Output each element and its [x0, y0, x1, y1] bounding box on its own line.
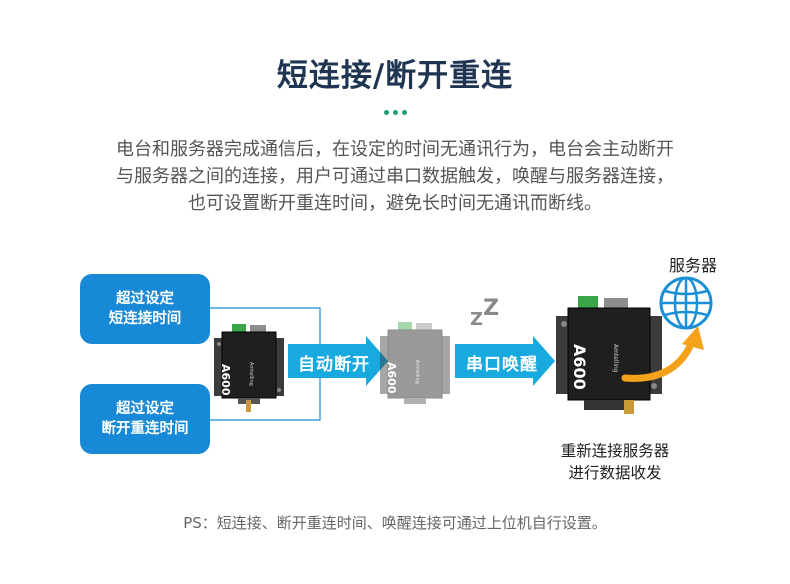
- description: 电台和服务器完成通信后，在设定的时间无通讯行为，电台会主动断开 与服务器之间的连…: [40, 136, 750, 217]
- return-curve-arrow-icon: [621, 326, 704, 382]
- serial-wake-label: 串口唤醒: [466, 355, 538, 375]
- serial-wake-arrow: [455, 336, 555, 386]
- device-brand-label: Amtelling: [414, 360, 420, 384]
- bubble-line: 短连接时间: [108, 311, 182, 327]
- reconnect-time-bubble: 超过设定 断开重连时间: [80, 384, 210, 454]
- reconnect-caption: 重新连接服务器 进行数据收发: [530, 440, 700, 484]
- bubble-line: 超过设定: [116, 401, 174, 417]
- sleep-z: Z: [470, 309, 484, 330]
- device-brand-label: Amtelling: [248, 362, 254, 386]
- device-brand-label: Amtelling: [612, 344, 619, 373]
- caption-line: 进行数据收发: [568, 464, 662, 482]
- title-divider-dots: [384, 110, 408, 116]
- radio-device-disconnect: A600 Amtelling: [214, 324, 284, 412]
- sleep-z: Z: [483, 296, 500, 321]
- description-line: 与服务器之间的连接，用户可通过串口数据触发，唤醒与服务器连接，: [116, 166, 674, 187]
- description-line: 也可设置断开重连时间，避免长时间无通讯而断线。: [188, 193, 602, 214]
- sleep-indicator: ZZ: [470, 296, 499, 330]
- bubble-line: 断开重连时间: [101, 421, 189, 437]
- bubble-line: 超过设定: [116, 291, 174, 307]
- short-connection-bubble: 超过设定 短连接时间: [80, 274, 210, 344]
- device-model-label: A600: [570, 344, 589, 390]
- caption-line: 重新连接服务器: [560, 442, 670, 460]
- auto-disconnect-arrow: [288, 336, 388, 386]
- device-model-label: A600: [219, 364, 232, 396]
- server-label: 服务器: [668, 256, 717, 275]
- description-line: 电台和服务器完成通信后，在设定的时间无通讯行为，电台会主动断开: [116, 139, 674, 160]
- device-model-label: A600: [385, 362, 398, 394]
- auto-disconnect-label: 自动断开: [298, 355, 370, 375]
- globe-icon: [659, 276, 713, 330]
- radio-device-sleeping: A600 Amtelling: [380, 322, 450, 404]
- page-title: 短连接/断开重连: [276, 58, 514, 94]
- footnote: PS：短连接、断开重连时间、唤醒连接可通过上位机自行设置。: [183, 514, 607, 532]
